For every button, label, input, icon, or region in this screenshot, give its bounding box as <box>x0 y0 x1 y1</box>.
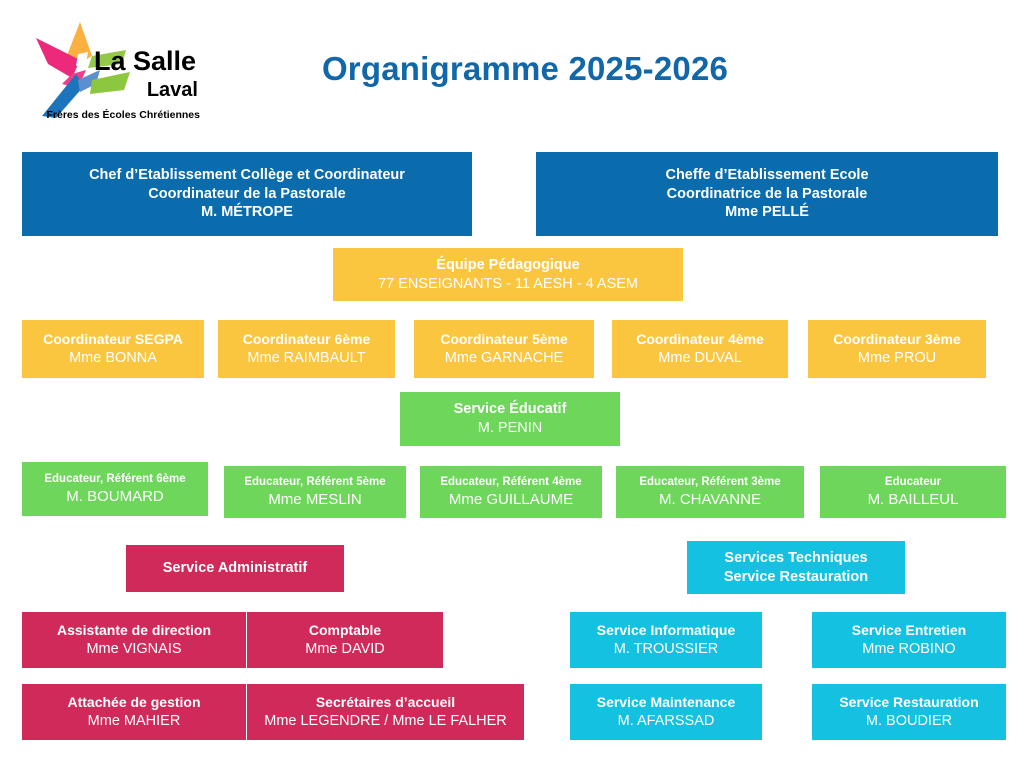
node-person: 77 ENSEIGNANTS - 11 AESH - 4 ASEM <box>377 275 639 292</box>
node-person: Mme PROU <box>857 349 937 366</box>
node-role-line1: Chef d’Etablissement Collège et Coordina… <box>89 167 405 184</box>
node-role: Educateur, Référent 5ème <box>244 476 386 489</box>
node-role: Service Maintenance <box>596 693 736 710</box>
node-person: Mme MAHIER <box>87 712 181 729</box>
node-role: Educateur, Référent 4ème <box>440 476 582 489</box>
node-role-line2: Coordinatrice de la Pastorale <box>666 185 868 202</box>
node-comptable[interactable]: Comptable Mme DAVID <box>247 612 443 668</box>
node-service-restauration[interactable]: Service Restauration M. BOUDIER <box>812 684 1006 740</box>
node-person: M. BOUDIER <box>865 712 953 729</box>
node-person: M. PENIN <box>477 420 543 436</box>
node-educateur[interactable]: Educateur M. BAILLEUL <box>820 466 1006 518</box>
node-role-line2: Coordinateur de la Pastorale <box>148 185 346 202</box>
node-person: Mme BONNA <box>69 349 157 366</box>
node-person: M. MÉTROPE <box>201 204 293 221</box>
node-service-maintenance[interactable]: Service Maintenance M. AFARSSAD <box>570 684 762 740</box>
star-mark <box>36 22 130 118</box>
node-role: Service Restauration <box>839 693 979 710</box>
node-person: Mme GARNACHE <box>444 349 564 366</box>
logo-text-la-salle: La Salle <box>94 46 196 76</box>
node-role-line1: Cheffe d’Etablissement Ecole <box>665 167 869 184</box>
node-person: M. TROUSSIER <box>613 640 719 657</box>
node-secretaires-accueil[interactable]: Secrétaires d’accueil Mme LEGENDRE / Mme… <box>247 684 524 740</box>
node-role: Coordinateur 4ème <box>636 330 764 347</box>
node-role: Équipe Pédagogique <box>436 256 580 273</box>
node-service-educatif[interactable]: Service Éducatif M. PENIN <box>400 392 620 446</box>
node-person: Mme RAIMBAULT <box>247 349 366 366</box>
node-person: Mme DUVAL <box>658 349 742 366</box>
node-role: Educateur, Référent 6ème <box>44 473 186 486</box>
node-role: Coordinateur 6ème <box>242 330 371 347</box>
node-role: Attachée de gestion <box>67 693 201 710</box>
node-role-line1: Services Techniques <box>724 549 868 566</box>
node-service-administratif[interactable]: Service Administratif <box>126 545 344 592</box>
node-person: Mme GUILLAUME <box>448 490 574 508</box>
node-equipe-pedagogique[interactable]: Équipe Pédagogique 77 ENSEIGNANTS - 11 A… <box>333 248 683 301</box>
node-person: M. AFARSSAD <box>617 712 715 729</box>
node-coordinateur-5eme[interactable]: Coordinateur 5ème Mme GARNACHE <box>414 320 594 378</box>
la-salle-laval-logo: La Salle Laval Frères des Écoles Chrétie… <box>22 8 202 134</box>
node-role: Coordinateur SEGPA <box>43 330 183 347</box>
node-role: Comptable <box>308 621 382 638</box>
node-person: Mme DAVID <box>305 640 385 657</box>
node-coordinateur-4eme[interactable]: Coordinateur 4ème Mme DUVAL <box>612 320 788 378</box>
node-educateur-referent-6eme[interactable]: Educateur, Référent 6ème M. BOUMARD <box>22 462 208 516</box>
node-educateur-referent-4eme[interactable]: Educateur, Référent 4ème Mme GUILLAUME <box>420 466 602 518</box>
node-role: Coordinateur 5ème <box>440 330 568 347</box>
node-role: Service Éducatif <box>453 401 567 418</box>
node-person: M. BOUMARD <box>66 487 164 505</box>
node-coordinateur-3eme[interactable]: Coordinateur 3ème Mme PROU <box>808 320 986 378</box>
node-role: Service Informatique <box>596 621 736 638</box>
node-educateur-referent-5eme[interactable]: Educateur, Référent 5ème Mme MESLIN <box>224 466 406 518</box>
node-services-techniques[interactable]: Services Techniques Service Restauration <box>687 541 905 594</box>
node-assistante-de-direction[interactable]: Assistante de direction Mme VIGNAIS <box>22 612 246 668</box>
node-role: Educateur, Référent 3ème <box>639 476 781 489</box>
node-role: Coordinateur 3ème <box>833 330 961 347</box>
node-role: Secrétaires d’accueil <box>315 693 456 710</box>
node-person: Mme LEGENDRE / Mme LE FALHER <box>264 712 507 729</box>
node-service-informatique[interactable]: Service Informatique M. TROUSSIER <box>570 612 762 668</box>
logo-text-laval: Laval <box>147 79 198 101</box>
node-person: M. BAILLEUL <box>867 490 959 508</box>
node-role: Service Administratif <box>162 560 308 577</box>
node-person: Mme VIGNAIS <box>86 640 182 657</box>
logo-text-freres: Frères des Écoles Chrétiennes <box>47 108 201 121</box>
node-person: Mme MESLIN <box>268 490 362 508</box>
node-chef-etablissement-college[interactable]: Chef d’Etablissement Collège et Coordina… <box>22 152 472 236</box>
node-educateur-referent-3eme[interactable]: Educateur, Référent 3ème M. CHAVANNE <box>616 466 804 518</box>
node-service-entretien[interactable]: Service Entretien Mme ROBINO <box>812 612 1006 668</box>
node-person: M. CHAVANNE <box>659 490 761 508</box>
node-person: Mme PELLÉ <box>725 204 809 221</box>
page-title: Organigramme 2025-2026 <box>321 50 729 87</box>
node-coordinateur-segpa[interactable]: Coordinateur SEGPA Mme BONNA <box>22 320 204 378</box>
node-attachee-de-gestion[interactable]: Attachée de gestion Mme MAHIER <box>22 684 246 740</box>
node-cheffe-etablissement-ecole[interactable]: Cheffe d’Etablissement Ecole Coordinatri… <box>536 152 998 236</box>
node-role: Service Entretien <box>851 621 967 638</box>
node-role-line2: Service Restauration <box>723 568 869 585</box>
node-person: Mme ROBINO <box>862 640 956 657</box>
node-coordinateur-6eme[interactable]: Coordinateur 6ème Mme RAIMBAULT <box>218 320 395 378</box>
node-role: Assistante de direction <box>56 621 212 638</box>
node-role: Educateur <box>884 476 942 489</box>
